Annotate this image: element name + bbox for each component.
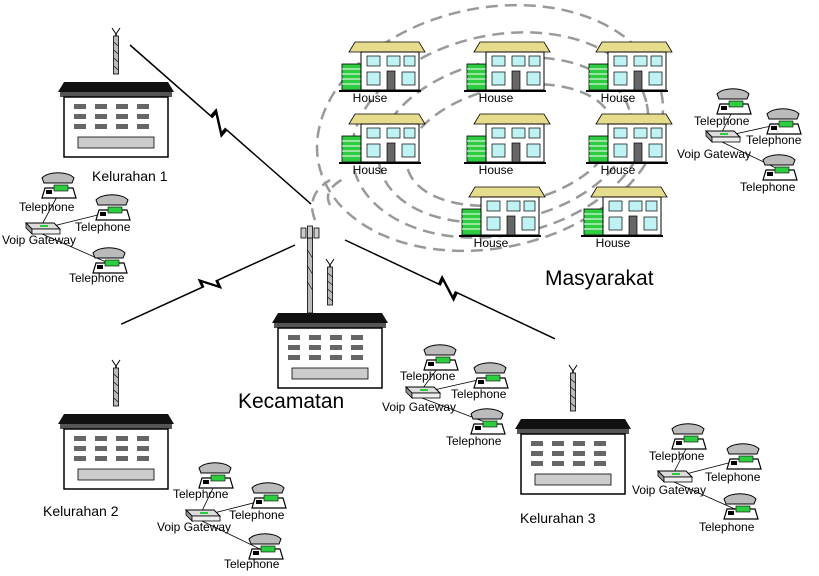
voip-gateway-icon — [405, 386, 441, 399]
house-label: House — [353, 163, 388, 177]
voip-gateway-icon — [705, 130, 741, 143]
voip-cluster-kelurahan-3: Telephone Telephone Telephone Voip Gatew… — [632, 423, 762, 534]
house-5: House — [463, 113, 551, 177]
telephone-icon — [251, 482, 287, 509]
telephone-icon — [473, 362, 509, 389]
voip-cluster-masyarakat: Telephone Telephone Telephone Voip Gatew… — [677, 88, 802, 194]
telephone-icon — [766, 108, 802, 135]
telephone-label: Telephone — [69, 271, 125, 285]
building-kecamatan — [271, 258, 389, 389]
telephone-label: Telephone — [649, 449, 705, 463]
house-label: House — [601, 91, 636, 105]
telephone-icon — [92, 247, 128, 274]
building-kelurahan-1 — [57, 27, 175, 158]
house-label: House — [474, 236, 509, 250]
label-kelurahan-1: Kelurahan 1 — [92, 168, 168, 184]
telephone-label: Telephone — [229, 508, 285, 522]
voip-gateway-icon — [657, 470, 693, 483]
link-kecamatan-kelurahan2 — [116, 237, 300, 332]
voip-gateway-label: Voip Gateway — [382, 400, 456, 414]
label-kecamatan: Kecamatan — [238, 390, 344, 413]
voip-gateway-label: Voip Gateway — [677, 147, 751, 161]
telephone-label: Telephone — [400, 369, 456, 383]
house-label: House — [353, 91, 388, 105]
house-6: House — [585, 113, 673, 177]
telephone-label: Telephone — [173, 487, 229, 501]
telephone-icon — [671, 423, 707, 450]
voip-gateway-label: Voip Gateway — [2, 233, 76, 247]
telephone-label: Telephone — [75, 220, 131, 234]
house-7: House — [458, 186, 546, 250]
telephone-icon — [470, 408, 506, 435]
house-label: House — [479, 91, 514, 105]
telephone-icon — [762, 154, 798, 181]
telephone-label: Telephone — [446, 434, 502, 448]
telephone-label: Telephone — [705, 470, 761, 484]
label-masyarakat: Masyarakat — [545, 267, 654, 290]
house-3: House — [585, 41, 673, 105]
telephone-label: Telephone — [224, 557, 280, 571]
building-kelurahan-3 — [514, 364, 632, 495]
telephone-icon — [726, 443, 762, 470]
telephone-icon — [716, 88, 752, 115]
telephone-icon — [41, 172, 77, 199]
telephone-label: Telephone — [694, 114, 750, 128]
voip-cluster-kelurahan-2: Telephone Telephone Telephone Voip Gatew… — [157, 462, 287, 571]
house-label: House — [479, 163, 514, 177]
label-kelurahan-2: Kelurahan 2 — [43, 503, 119, 519]
label-kelurahan-3: Kelurahan 3 — [520, 510, 596, 526]
building-kelurahan-2 — [57, 359, 175, 490]
house-2: House — [463, 41, 551, 105]
telephone-label: Telephone — [740, 180, 796, 194]
telephone-icon — [95, 194, 131, 221]
telephone-label: Telephone — [451, 387, 507, 401]
house-4: House — [338, 113, 426, 177]
voip-cluster-kelurahan-1: Telephone Telephone Telephone Voip Gatew… — [2, 172, 131, 285]
house-label: House — [596, 236, 631, 250]
telephone-label: Telephone — [746, 133, 802, 147]
voip-gateway-label: Voip Gateway — [632, 483, 706, 497]
voip-cluster-kecamatan: Telephone Telephone Telephone Voip Gatew… — [382, 344, 509, 448]
telephone-icon — [423, 344, 459, 371]
houses: House House House House House House Hous… — [338, 41, 673, 250]
telephone-label: Telephone — [699, 520, 755, 534]
kecamatan-antenna-icon — [300, 225, 320, 314]
house-1: House — [338, 41, 426, 105]
telephone-icon — [198, 462, 234, 489]
voip-gateway-label: Voip Gateway — [157, 520, 231, 534]
house-8: House — [580, 186, 668, 250]
telephone-label: Telephone — [19, 200, 75, 214]
house-label: House — [601, 163, 636, 177]
